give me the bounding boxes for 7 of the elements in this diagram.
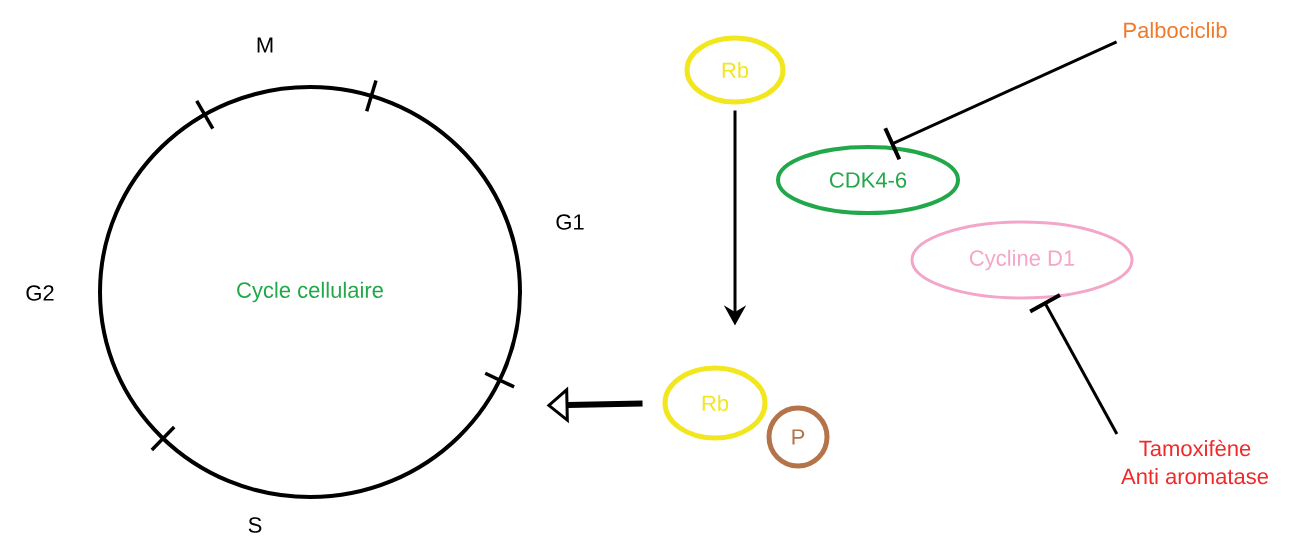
phase-label: M [257,37,273,53]
phase-label: G1 [556,214,584,230]
phase-label: S [248,517,262,533]
phase-label: G2 [26,285,54,301]
drug-label: Tamoxifène Anti aromatase [1121,439,1268,485]
inhibition-line [1029,293,1119,435]
drug-label: Palbociclib [1124,21,1227,39]
